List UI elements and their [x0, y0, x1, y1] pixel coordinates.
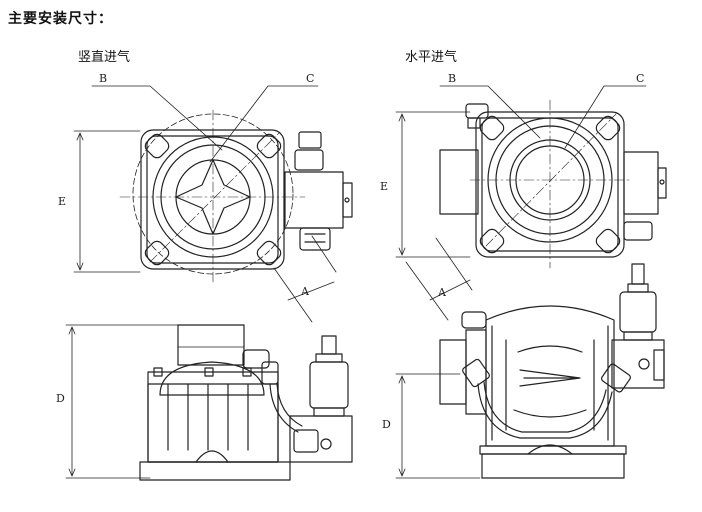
vertical-intake-title: 竖直进气 [78, 50, 131, 65]
dim-d-left: D [56, 392, 65, 405]
left-plan-view: E B C [58, 72, 353, 323]
dim-e-right: E [380, 180, 388, 193]
right-plan-view: E B C A [380, 72, 667, 321]
label-b-right: B [448, 72, 456, 85]
left-side-view: D [56, 324, 353, 481]
label-c-right: C [636, 72, 644, 85]
horizontal-intake-title: 水平进气 [405, 50, 458, 65]
right-side-view: D [382, 263, 665, 479]
dim-a-left: A [300, 285, 310, 298]
dim-e-left: E [58, 195, 66, 208]
dim-d-right: D [382, 418, 391, 431]
label-c-left: C [306, 72, 314, 85]
dim-a-right: A [437, 286, 447, 299]
label-b-left: B [99, 72, 107, 85]
page-title: 主要安装尺寸： [8, 11, 113, 27]
